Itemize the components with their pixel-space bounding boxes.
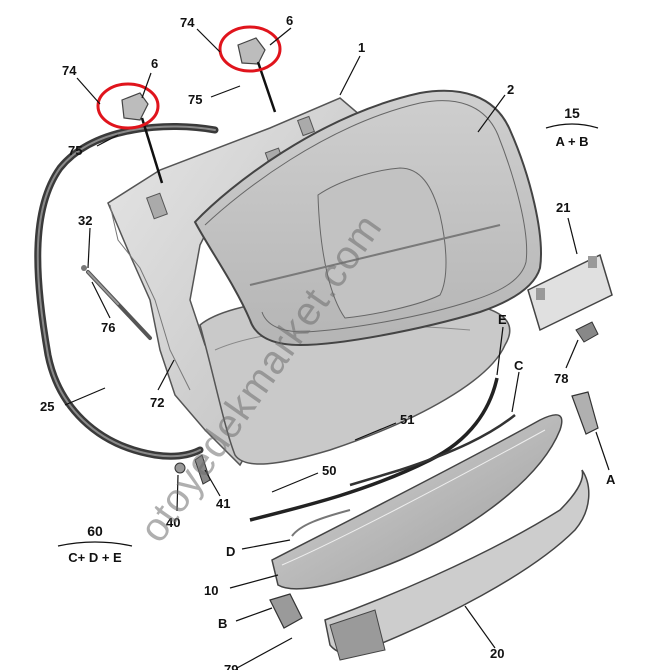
license-plate-bracket-21 (527, 253, 613, 332)
rear-window-glass (193, 89, 542, 347)
trim-strip-d (291, 509, 351, 537)
group-60-members: C+ D + E (68, 550, 122, 565)
callout-50: 50 (322, 463, 336, 478)
callout-40: 40 (166, 515, 180, 530)
callout-21: 21 (556, 200, 570, 215)
callout-41: 41 (216, 496, 230, 511)
callout-25: 25 (40, 399, 54, 414)
callout-76: 76 (101, 320, 115, 335)
group-15-number: 15 (564, 105, 580, 121)
callout-72: 72 (150, 395, 164, 410)
callout-20: 20 (490, 646, 504, 661)
group-15: 15 A + B (545, 105, 599, 149)
trim-strip-c (349, 414, 516, 487)
callout-74-right: 74 (180, 15, 195, 30)
bracket-a (571, 391, 599, 435)
callout-D: D (226, 544, 235, 559)
group-15-members: A + B (555, 134, 588, 149)
part-41 (194, 454, 211, 485)
callout-79: 79 (224, 662, 238, 670)
callout-6-left: 6 (151, 56, 158, 71)
highlight-circle-right (218, 25, 282, 73)
hinge-right (237, 37, 277, 113)
part-78 (575, 321, 599, 343)
callout-2: 2 (507, 82, 514, 97)
callout-1: 1 (358, 40, 365, 55)
callout-74-left: 74 (62, 63, 77, 78)
callout-75-right: 75 (188, 92, 202, 107)
callout-B: B (218, 616, 227, 631)
callout-78: 78 (554, 371, 568, 386)
callout-51: 51 (400, 412, 414, 427)
bracket-b (269, 593, 303, 629)
gas-strut-32 (81, 265, 152, 340)
part-40 (174, 462, 186, 474)
callout-32: 32 (78, 213, 92, 228)
leader-lines (64, 27, 610, 669)
callout-labels: 1 2 6 74 75 6 74 75 32 76 25 72 21 78 A … (40, 13, 616, 670)
group-60: 60 C+ D + E (57, 523, 133, 565)
group-60-number: 60 (87, 523, 103, 539)
highlight-circle-left (96, 82, 160, 130)
tailgate-inner-frame (107, 97, 362, 467)
callout-10: 10 (204, 583, 218, 598)
spoiler-20 (324, 469, 590, 661)
callout-A: A (606, 472, 616, 487)
callout-75-left: 75 (68, 143, 82, 158)
callout-E: E (498, 312, 507, 327)
spoiler-10 (271, 414, 563, 590)
callout-C: C (514, 358, 524, 373)
callout-6-right: 6 (286, 13, 293, 28)
hinge-left (121, 92, 164, 184)
